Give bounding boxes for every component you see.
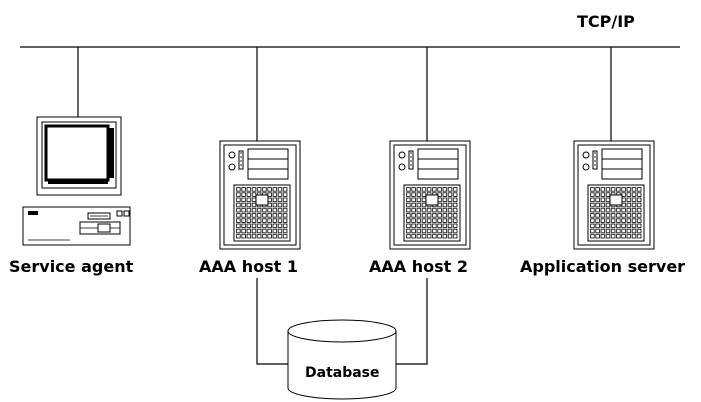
aaa-host-2-label: AAA host 2	[369, 257, 468, 276]
tower-server-icon	[219, 140, 301, 250]
aaa-host-1-label: AAA host 1	[199, 257, 298, 276]
database-label: Database	[305, 365, 380, 381]
tcp-ip-label: TCP/IP	[577, 12, 635, 31]
service-agent-label: Service agent	[9, 257, 134, 276]
link-aaa-host-2-database	[391, 278, 428, 365]
application-server-label: Application server	[520, 257, 685, 276]
desktop-computer-icon	[22, 116, 131, 246]
tower-server-icon	[389, 140, 471, 250]
database-cylinder-icon	[287, 319, 397, 400]
tower-server-icon	[573, 140, 655, 250]
link-aaa-host-1-database	[256, 278, 293, 365]
